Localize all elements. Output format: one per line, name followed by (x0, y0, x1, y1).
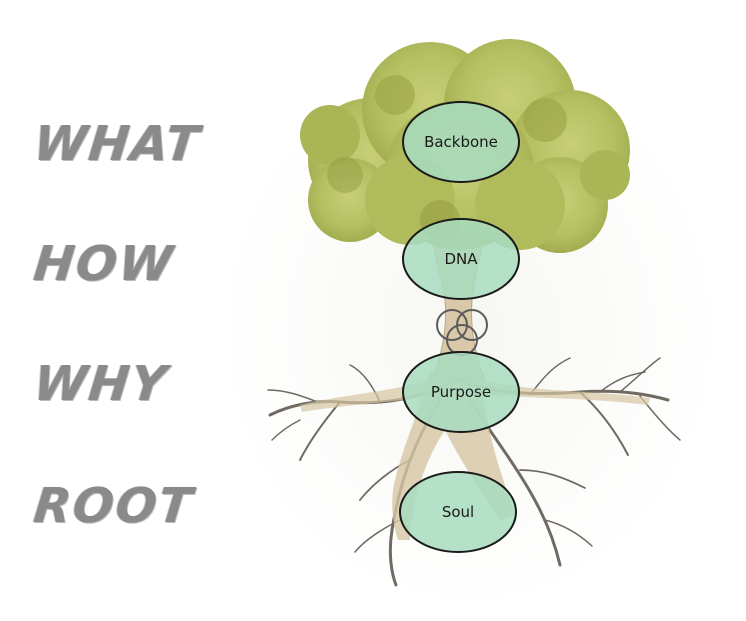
root-spread (300, 380, 650, 412)
label-how: HOW (31, 236, 177, 292)
tree-crown (300, 39, 630, 253)
node-dna-label: DNA (444, 250, 478, 268)
node-backbone-label: Backbone (424, 133, 498, 151)
label-what: WHAT (31, 116, 204, 172)
label-why: WHY (31, 356, 171, 412)
label-root: ROOT (31, 478, 197, 534)
node-soul-label: Soul (442, 503, 474, 521)
node-purpose: Purpose (402, 351, 520, 433)
node-purpose-label: Purpose (431, 383, 491, 401)
node-backbone: Backbone (402, 101, 520, 183)
node-soul: Soul (399, 471, 517, 553)
node-dna: DNA (402, 218, 520, 300)
